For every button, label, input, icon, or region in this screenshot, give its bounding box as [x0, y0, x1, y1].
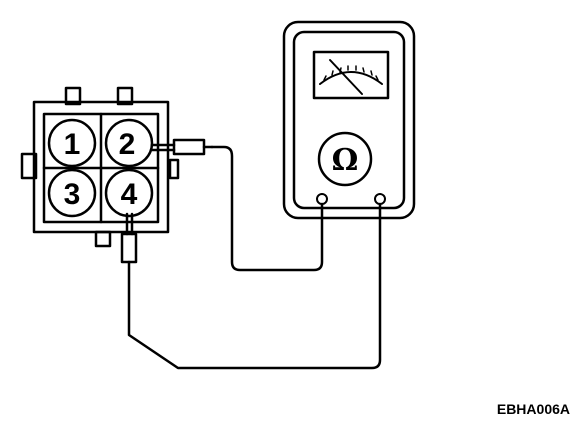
terminal-1-label: 1	[64, 128, 81, 161]
probe-terminal-2	[150, 138, 214, 156]
lead-wire-terminal-2	[210, 145, 324, 272]
multimeter-body	[282, 20, 416, 220]
connector-side-tab	[20, 152, 38, 180]
terminal-1-circle	[47, 118, 97, 168]
terminal-3-circle	[47, 168, 97, 218]
multimeter-bezel	[292, 30, 406, 210]
display-needle	[329, 59, 363, 95]
connector-top-tab-right	[116, 86, 134, 106]
ohm-symbol: Ω	[332, 143, 359, 178]
connector-body	[32, 100, 170, 234]
connector-top-tab-left	[64, 86, 82, 106]
figure-code: EBHA006A	[496, 401, 570, 417]
display-scale-ticks	[323, 65, 379, 81]
connector	[20, 86, 180, 248]
terminal-4-circle	[104, 168, 154, 218]
multimeter	[282, 20, 416, 220]
ohm-selector	[317, 131, 373, 187]
terminal-3-label: 3	[64, 178, 81, 211]
lead-wire-terminal-4	[127, 202, 382, 370]
multimeter-display	[312, 50, 390, 100]
connector-right-tab	[168, 158, 180, 180]
probe-2-handle	[172, 138, 206, 156]
terminal-2-circle	[104, 118, 154, 168]
probe-4-handle	[120, 232, 138, 264]
connector-bottom-tab	[94, 230, 112, 248]
terminal-4-label: 4	[121, 178, 138, 211]
jack-right	[374, 193, 386, 205]
display-scale-arc	[319, 71, 383, 85]
jack-left	[316, 193, 328, 205]
terminal-2-label: 2	[119, 128, 136, 161]
